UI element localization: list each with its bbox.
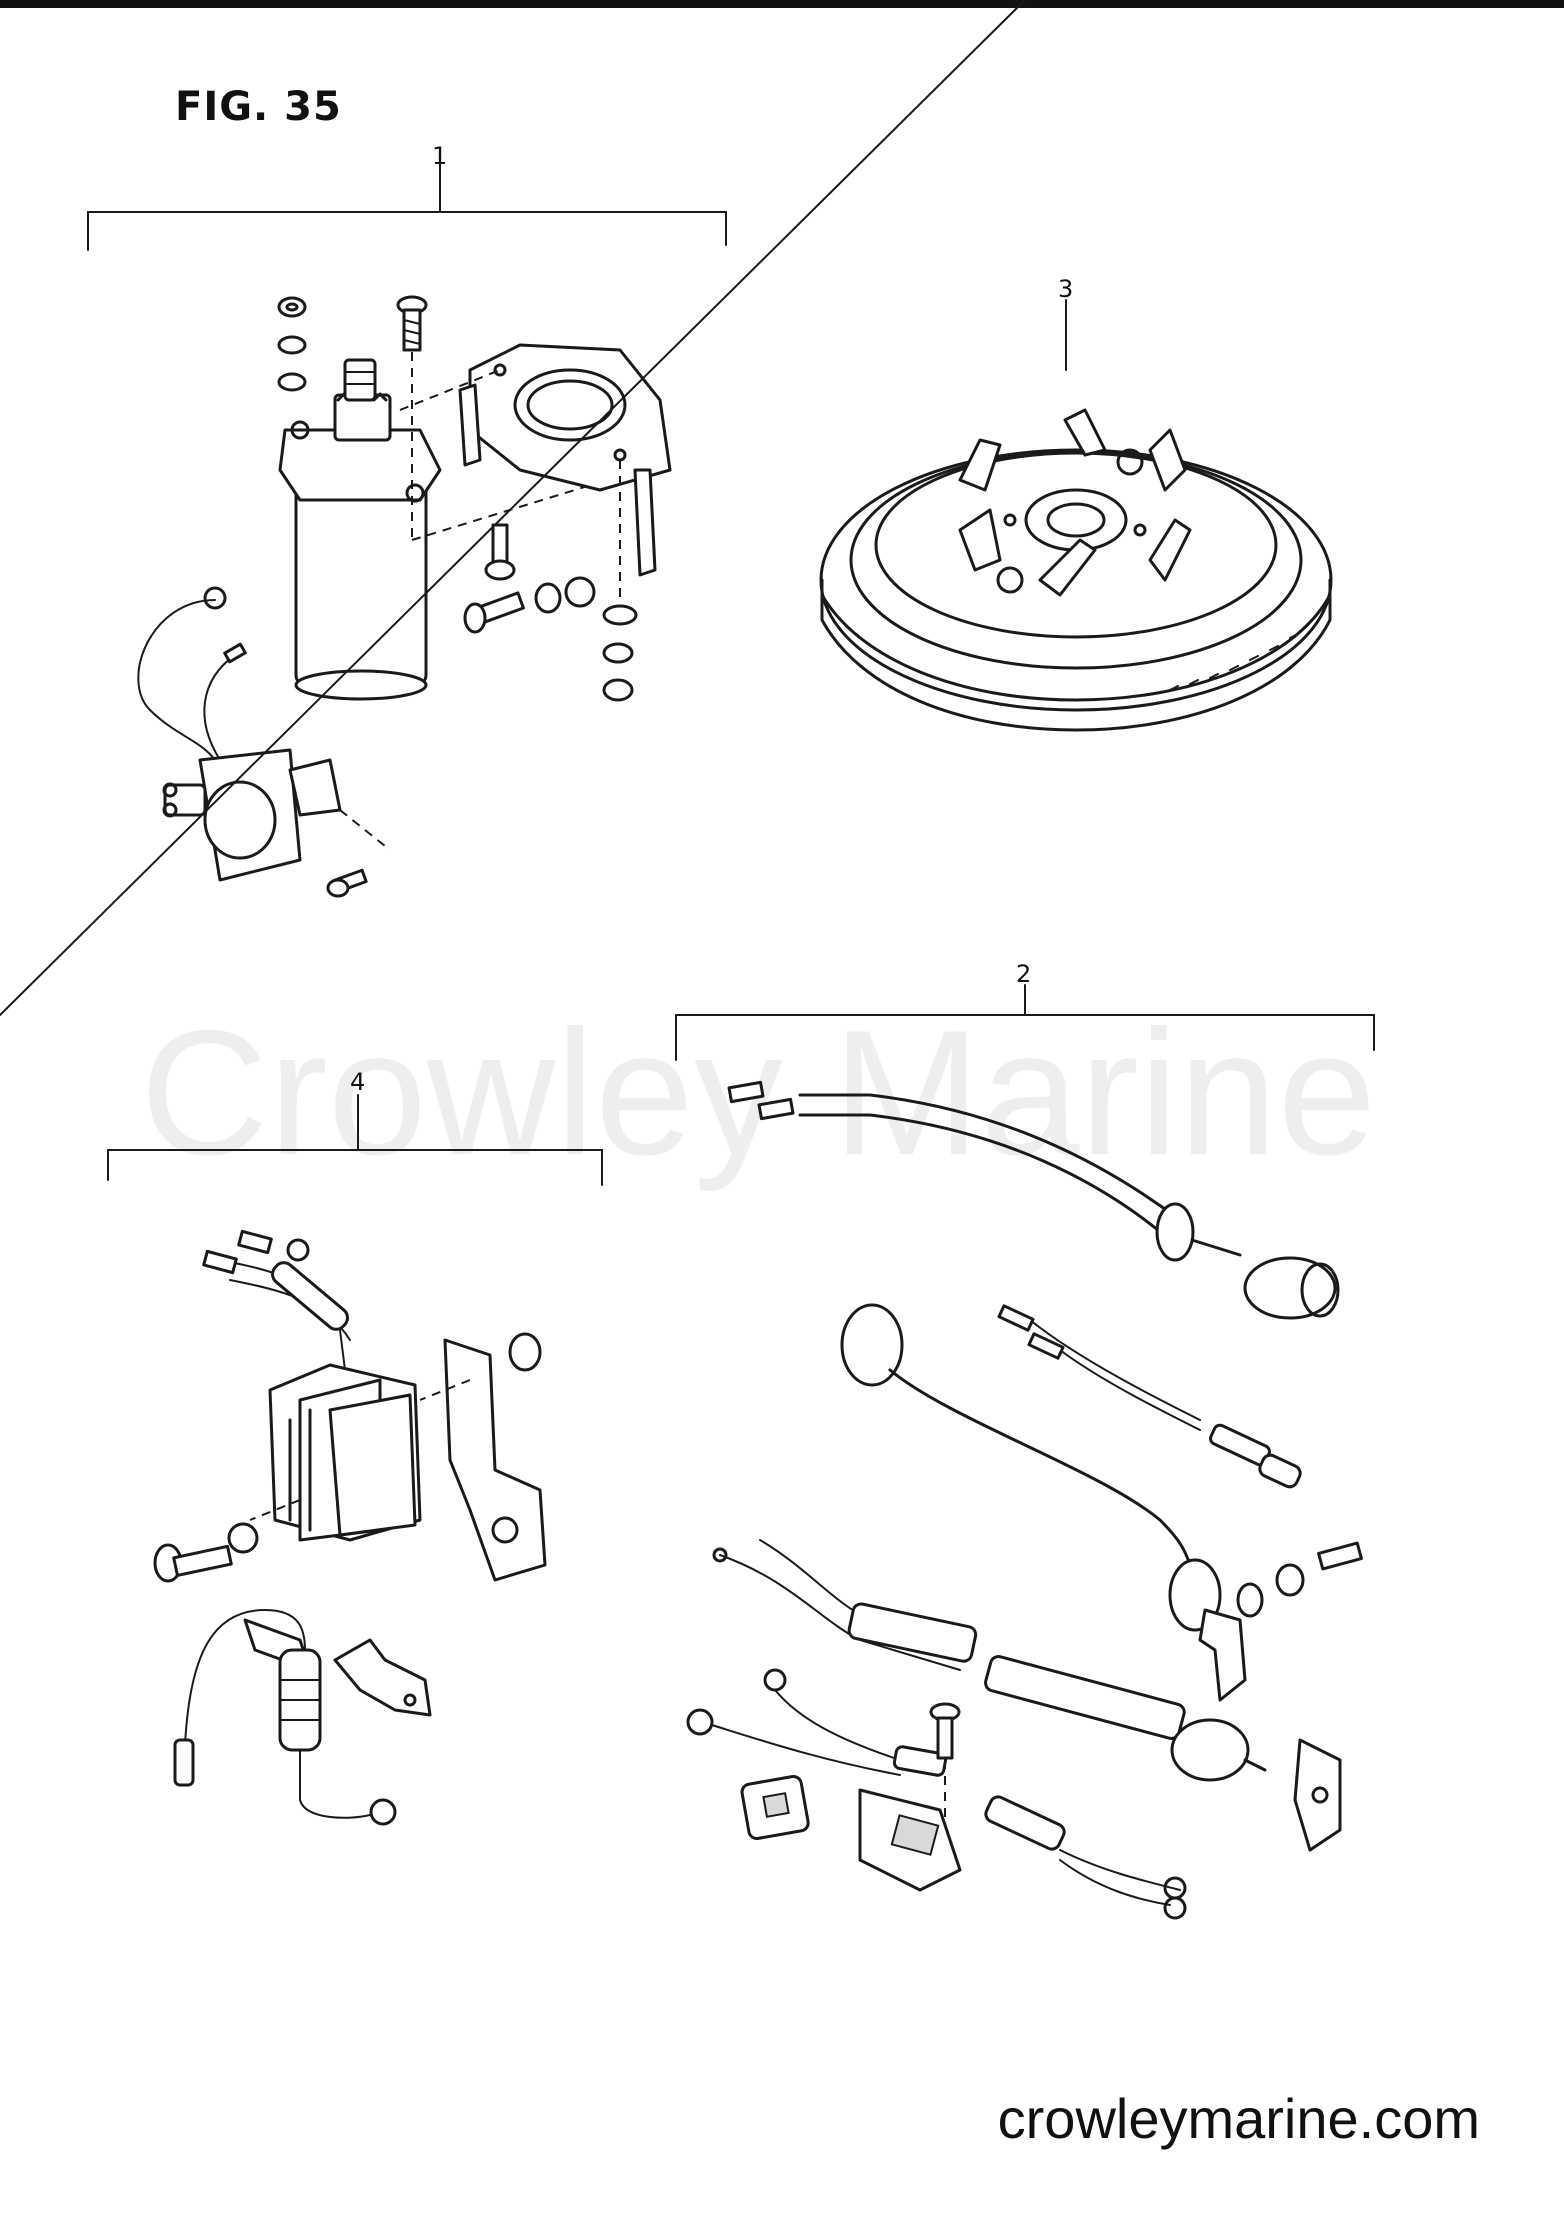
callout-2: 2 — [1016, 960, 1032, 988]
starter-hardware-right — [463, 523, 638, 702]
callout-1: 1 — [432, 142, 448, 170]
callout-4: 4 — [350, 1068, 366, 1096]
harness-middle — [997, 1304, 1302, 1489]
flywheel — [819, 299, 1333, 732]
site-url: crowleymarine.com — [997, 2087, 1480, 2150]
rectifier-bracket — [249, 1332, 547, 1582]
bracket-group-1 — [87, 154, 727, 251]
harness-top — [727, 1080, 1340, 1320]
figure-title: FIG. 35 — [175, 84, 342, 130]
starter-motor — [278, 358, 442, 701]
rectifier-screw — [153, 1522, 259, 1583]
starter-bracket — [399, 343, 672, 600]
noise-filter — [173, 1608, 432, 1826]
plug-lead — [840, 1303, 1222, 1632]
starter-hardware-left — [277, 296, 307, 392]
top-border — [0, 0, 1564, 8]
starter-relay — [137, 586, 391, 898]
callout-3: 3 — [1058, 275, 1074, 303]
rectifier — [202, 1229, 422, 1542]
bracket-group-2 — [0, 0, 1375, 1061]
harness-lower — [686, 1668, 1187, 1920]
harness-clip — [1198, 1541, 1363, 1702]
bracket-group-4 — [107, 1094, 603, 1186]
harness-long — [712, 1539, 1342, 1852]
